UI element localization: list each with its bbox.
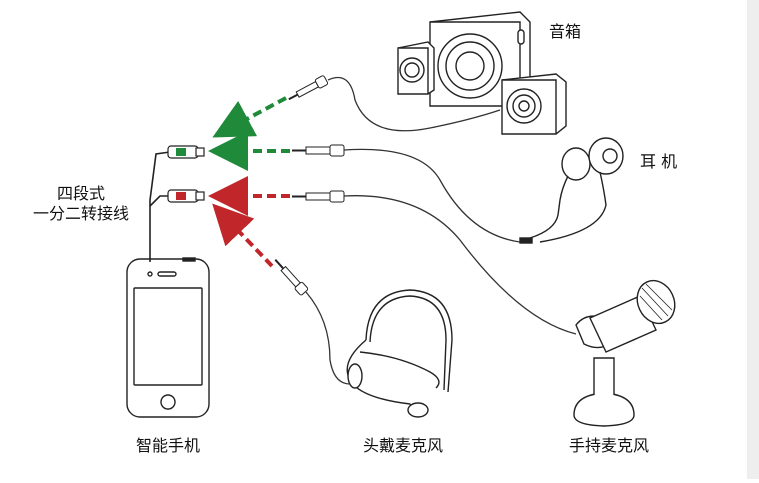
label-adapter-line1: 四段式	[56, 184, 105, 203]
handheld-microphone-icon	[573, 279, 676, 427]
label-earphone: 耳 机	[640, 152, 678, 171]
smartphone-icon	[126, 257, 210, 418]
label-smartphone: 智能手机	[135, 436, 200, 455]
audio-jack-plug-icon	[274, 75, 345, 296]
connection-arrows	[208, 96, 290, 268]
headset-microphone-icon	[346, 289, 453, 418]
red-arrow-headset	[212, 203, 274, 268]
right-edge-bar	[747, 0, 759, 479]
earphone-icon	[519, 137, 624, 244]
green-arrow-speaker	[212, 96, 287, 138]
y-splitter-cable-icon	[149, 145, 205, 262]
label-speaker: 音箱	[549, 22, 582, 41]
label-headset-mic: 头戴麦克风	[362, 436, 443, 455]
label-adapter-line2: 一分二转接线	[32, 204, 129, 223]
label-handheld-mic: 手持麦克风	[568, 436, 649, 455]
device-cables	[305, 76, 577, 385]
speaker-system-icon	[397, 11, 567, 135]
